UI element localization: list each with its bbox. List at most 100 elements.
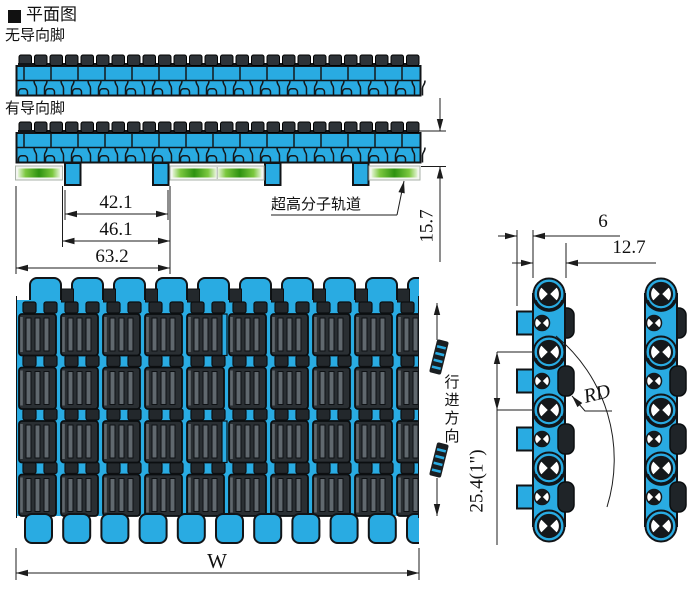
interlock-knuckle bbox=[106, 354, 121, 368]
friction-tooth bbox=[328, 54, 342, 66]
friction-tooth bbox=[220, 54, 234, 66]
friction-tooth bbox=[127, 54, 141, 66]
friction-tooth bbox=[80, 54, 94, 66]
interlock-knuckle bbox=[400, 461, 415, 475]
belt-knuckle-bottom bbox=[406, 513, 419, 544]
link-shadow bbox=[669, 423, 687, 455]
interlock-knuckle bbox=[253, 461, 268, 475]
link-shadow bbox=[557, 481, 575, 513]
interlock-knuckle bbox=[316, 301, 331, 314]
guide-tab bbox=[516, 426, 534, 452]
interlock-knuckle bbox=[106, 461, 121, 475]
belt-module bbox=[152, 133, 183, 163]
belt-knuckle-bottom bbox=[138, 513, 168, 544]
friction-insert-block bbox=[228, 473, 267, 517]
belt-knuckle-bottom bbox=[329, 513, 359, 544]
friction-insert-block bbox=[60, 473, 99, 517]
edge-view bbox=[516, 277, 687, 543]
interlock-knuckle bbox=[358, 354, 373, 368]
friction-tooth bbox=[204, 121, 218, 133]
belt-knuckle-bottom bbox=[215, 513, 244, 544]
interlock-knuckle bbox=[232, 354, 247, 368]
friction-insert-block bbox=[60, 420, 99, 464]
belt-module bbox=[395, 66, 426, 96]
friction-tooth bbox=[127, 121, 141, 133]
friction-tooth bbox=[390, 54, 404, 66]
friction-tooth bbox=[344, 54, 358, 66]
belt-knuckle-bottom bbox=[291, 513, 321, 544]
title-marker bbox=[8, 10, 21, 23]
interlock-knuckle bbox=[148, 461, 163, 475]
interlock-knuckle bbox=[400, 301, 415, 314]
dim-text-w: W bbox=[207, 549, 227, 573]
interlock-knuckle bbox=[232, 408, 247, 421]
interlock-knuckle bbox=[358, 301, 373, 314]
interlock-knuckle bbox=[127, 301, 142, 314]
friction-tooth bbox=[282, 121, 296, 133]
friction-tooth bbox=[173, 54, 187, 66]
interlock-knuckle bbox=[43, 301, 58, 314]
friction-tooth bbox=[142, 121, 156, 133]
belt-module bbox=[71, 133, 102, 163]
friction-tooth bbox=[96, 121, 110, 133]
friction-tooth bbox=[375, 54, 389, 66]
friction-insert-block bbox=[60, 366, 99, 410]
dimension-lines bbox=[15, 98, 656, 580]
belt-module bbox=[341, 66, 372, 96]
interlock-knuckle bbox=[22, 354, 37, 368]
interlock-knuckle bbox=[43, 461, 58, 475]
interlock-knuckle bbox=[337, 408, 352, 421]
belt-module bbox=[71, 66, 102, 96]
uhmw-track-pads bbox=[15, 165, 421, 181]
link-shadow bbox=[669, 365, 687, 397]
friction-insert-block bbox=[396, 473, 419, 517]
belt-module bbox=[341, 133, 372, 163]
belt-module bbox=[395, 133, 426, 163]
flex-radius-arc bbox=[555, 335, 615, 508]
interlock-knuckle bbox=[295, 301, 310, 314]
belt-module bbox=[206, 133, 237, 163]
friction-tooth bbox=[359, 121, 373, 133]
interlock-knuckle bbox=[295, 408, 310, 421]
friction-insert-block bbox=[354, 366, 393, 410]
interlock-knuckle bbox=[106, 408, 121, 421]
dim-text-pitch: 25.4(1") bbox=[466, 449, 488, 513]
interlock-knuckle bbox=[400, 408, 415, 421]
hinge-seam bbox=[645, 473, 677, 486]
belt-module bbox=[17, 133, 48, 163]
interlock-knuckle bbox=[379, 461, 394, 475]
interlock-knuckle bbox=[274, 408, 289, 421]
interlock-knuckle bbox=[232, 301, 247, 314]
belt-module bbox=[287, 66, 318, 96]
interlock-knuckle bbox=[400, 354, 415, 368]
friction-tooth bbox=[344, 121, 358, 133]
track-pad bbox=[172, 168, 216, 178]
insert-tip bbox=[271, 288, 284, 303]
interlock-knuckle bbox=[148, 301, 163, 314]
edge-strip-guided bbox=[516, 277, 575, 543]
belt-module bbox=[44, 133, 75, 163]
guide-foot bbox=[264, 162, 282, 186]
label-travel-direction: 行进方向 bbox=[442, 374, 460, 446]
friction-tooth bbox=[34, 54, 48, 66]
dim-text-42-1: 42.1 bbox=[99, 192, 133, 213]
friction-insert-block bbox=[396, 313, 419, 357]
belt-module bbox=[314, 133, 345, 163]
interlock-knuckle bbox=[274, 461, 289, 475]
interlock-knuckle bbox=[274, 354, 289, 368]
interlock-knuckle bbox=[295, 461, 310, 475]
friction-insert-block bbox=[144, 313, 183, 357]
interlock-knuckle bbox=[85, 408, 100, 421]
friction-insert-block bbox=[312, 313, 351, 357]
friction-tooth bbox=[158, 54, 172, 66]
friction-tooth bbox=[173, 121, 187, 133]
friction-insert-block bbox=[270, 313, 309, 357]
module-seam bbox=[221, 313, 228, 357]
side-view-no-guide bbox=[15, 54, 426, 97]
belt-module bbox=[125, 66, 156, 96]
insert-tip bbox=[61, 288, 74, 303]
friction-tooth bbox=[406, 54, 420, 66]
insert-tip bbox=[397, 288, 410, 303]
insert-tip bbox=[229, 288, 242, 303]
